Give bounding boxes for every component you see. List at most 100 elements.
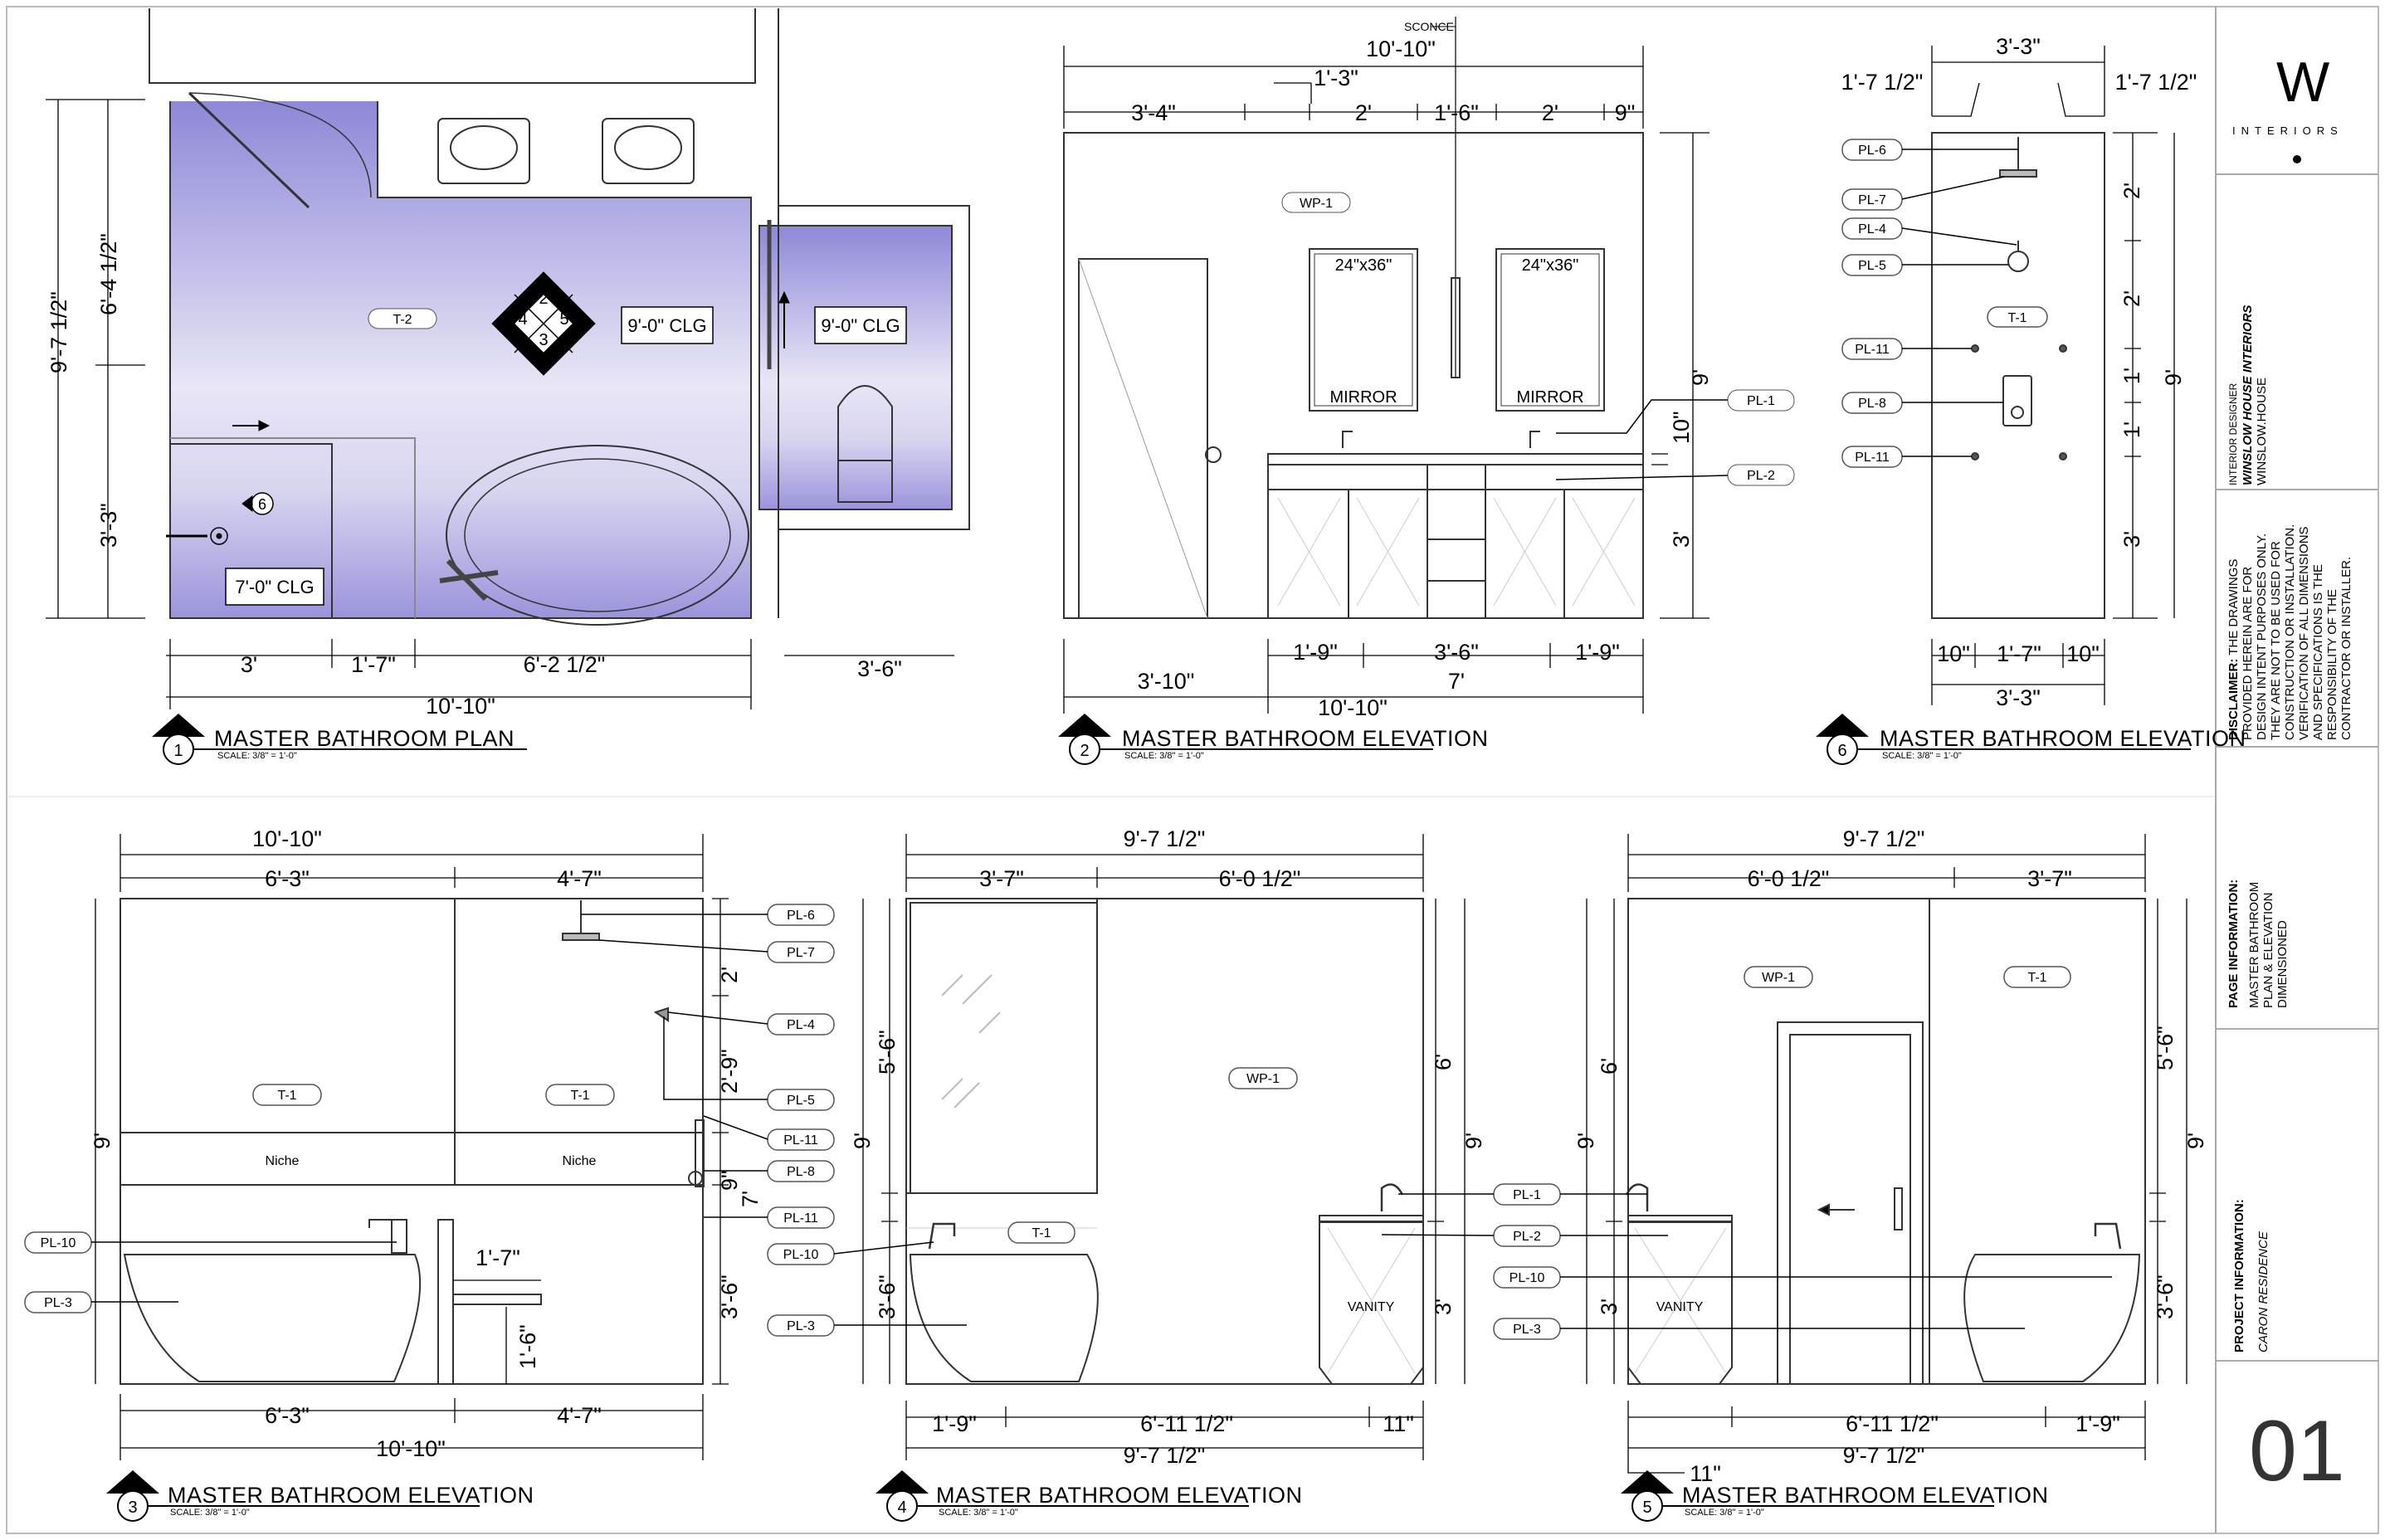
dimension-text: 9' — [1573, 1133, 1598, 1149]
dimension-text: 3'-6" — [1434, 640, 1479, 665]
tag-pl-3: PL-3 — [24, 1291, 178, 1313]
logo-letter: W — [2276, 51, 2329, 114]
title-marker-1: 1 — [152, 714, 527, 765]
dimension-text: 4'-7" — [557, 866, 602, 891]
dimension-text: 10" — [1937, 641, 1970, 666]
svg-text:2: 2 — [1080, 742, 1089, 760]
dimension-text: 6'-0 1/2" — [1219, 866, 1301, 891]
dimension-text: 3' — [241, 652, 257, 677]
dimension-text: 2' — [2119, 183, 2144, 199]
disclaimer-line: DESIGN INTENT PURPOSES ONLY. — [2255, 533, 2269, 740]
dimension-text: 1'-7" — [1997, 641, 2041, 666]
ceiling-label: 7'-0" CLG — [235, 577, 314, 597]
svg-text:PL-6: PL-6 — [787, 909, 815, 923]
tag-pl-10: PL-10 — [1493, 1266, 2112, 1289]
mirror-label: MIRROR — [1329, 388, 1397, 407]
svg-text:PL-11: PL-11 — [783, 1133, 818, 1148]
dimension-text: 3'-10" — [1138, 669, 1195, 694]
tag-pl-4: PL-4 — [1841, 217, 2017, 246]
dimension-text: 9'-7 1/2" — [1124, 1443, 1206, 1468]
mirror-size: 24"x36" — [1522, 256, 1579, 275]
dimension-text: 3'-4" — [1131, 100, 1176, 125]
dimension-text: 1' — [2119, 422, 2144, 438]
dimension-text: 10'-10" — [252, 826, 322, 851]
dimension-text: 6'-3" — [265, 866, 310, 891]
disclaimer-block: DISCLAIMER: THE DRAWINGS PROVIDED HEREIN… — [2226, 524, 2353, 740]
plan-labels: 9'-0" CLG 9'-0" CLG 7'-0" CLG T-2 2 4 5 … — [225, 290, 907, 606]
svg-text:PL-11: PL-11 — [1855, 343, 1890, 357]
svg-text:PL-10: PL-10 — [41, 1236, 76, 1250]
dimension-text: 2' — [2119, 290, 2144, 307]
disclaimer-line: THEY ARE NOT TO BE USED FOR — [2269, 541, 2283, 740]
dimension-text: 1'-9" — [1293, 640, 1338, 665]
dimension-text: 1'-7" — [351, 652, 396, 677]
tag-pl-11: PL-11 — [703, 1115, 835, 1151]
dimension-text: 3'-3" — [1996, 34, 2041, 59]
niche-label: Niche — [266, 1154, 300, 1168]
dimension-text: 1'-9" — [1575, 640, 1620, 665]
dimension-text: 10'-10" — [426, 694, 495, 719]
dimension-text: 3'-6" — [857, 656, 902, 681]
svg-text:PL-10: PL-10 — [783, 1248, 819, 1262]
disclaimer-line: THE DRAWINGS — [2226, 558, 2241, 655]
elevation-2-labels: SCONCE WP-1 24"x36" 24"x36" MIRROR MIRRO… — [1281, 20, 1795, 486]
dimension-text: 9" — [1615, 100, 1636, 125]
elevation-4 — [905, 898, 1424, 1385]
dimension-text: 2' — [717, 967, 742, 983]
tag-label: PL-2 — [1747, 469, 1775, 483]
dimension-text: 6'-0 1/2" — [1748, 866, 1830, 891]
dimension-text: 3' — [1669, 531, 1694, 548]
title-block-frame — [2215, 7, 2378, 1533]
svg-text:PL-7: PL-7 — [1858, 193, 1886, 207]
tag-label: WP-1 — [1246, 1072, 1280, 1086]
title-marker-6: 6 — [1816, 714, 2191, 765]
plan-dimensions: 9'-7 1/2" 6'-4 1/2" 3'-3" 3' 1'-7" 6'-2 … — [46, 99, 954, 719]
tag-label: PL-1 — [1747, 394, 1775, 408]
tag-pl-1: PL-1 — [1398, 1183, 1647, 1206]
dimension-text: 10'-10" — [1366, 37, 1436, 61]
dimension-text: 9' — [90, 1133, 115, 1149]
sconce-label: SCONCE — [1404, 20, 1454, 33]
title-marker-4: 4 — [875, 1470, 1249, 1522]
sheet-number: 01 — [2249, 1403, 2345, 1499]
disclaimer-label: DISCLAIMER: — [2226, 658, 2241, 740]
tag-pl-7: PL-7 — [598, 939, 835, 963]
svg-text:PL-10: PL-10 — [1510, 1271, 1545, 1285]
tag-pl-6: PL-6 — [1841, 139, 2018, 161]
dimension-text: 7' — [738, 1191, 763, 1207]
elevation-4-labels: WP-1 T-1 VANITY PL-10 PL-3 — [767, 1067, 1395, 1337]
dimension-text: 6' — [1597, 1058, 1622, 1075]
page-info-block: PAGE INFORMATION: MASTER BATHROOM PLAN &… — [2226, 880, 2290, 1008]
tag-label: WP-1 — [1300, 197, 1333, 211]
vanity-label: VANITY — [1348, 1300, 1395, 1314]
tag-pl-11: PL-11 — [704, 1206, 835, 1229]
brand-logo: W — [2276, 51, 2329, 163]
svg-text:PL-4: PL-4 — [1858, 222, 1886, 236]
elevation-3-dimensions: 10'-10" 6'-3" 4'-7" 6'-3" 4'-7" 10'-10" … — [90, 826, 763, 1461]
title-elevation-4: MASTER BATHROOM ELEVATION — [936, 1483, 1303, 1508]
svg-text:PL-3: PL-3 — [1513, 1323, 1541, 1337]
title-elevation-5: MASTER BATHROOM ELEVATION — [1682, 1483, 2049, 1508]
tag-pl-5: PL-5 — [1841, 254, 2008, 276]
dimension-text: 6'-2 1/2" — [524, 652, 606, 677]
dimension-text: 9'-7 1/2" — [46, 291, 71, 373]
tag-label: T-1 — [2007, 311, 2027, 325]
tag-pl-8: PL-8 — [704, 1160, 835, 1182]
scale-elevation-4: SCALE: 3/8" = 1'-0" — [939, 1508, 1018, 1518]
tag-pl-3: PL-3 — [1493, 1318, 2025, 1340]
key-number: 5 — [559, 310, 568, 329]
tag-label: T-2 — [393, 313, 412, 327]
elevation-6-labels: T-1 PL-6 PL-7 PL-4 PL-5 PL-11 PL-8 PL-11 — [1841, 139, 2048, 468]
title-elevation-3: MASTER BATHROOM ELEVATION — [168, 1483, 534, 1508]
elevation-2 — [1063, 17, 1644, 619]
dimension-text: 3'-6" — [2153, 1274, 2178, 1319]
dimension-text: 11" — [1690, 1461, 1721, 1486]
designer-label: INTERIOR DESIGNER — [2227, 383, 2239, 485]
tag-pl-4: PL-4 — [667, 1011, 835, 1036]
tag-pl-3: PL-3 — [767, 1314, 967, 1337]
dimension-text: 9' — [1461, 1133, 1486, 1149]
tag-pl-11: PL-11 — [1841, 338, 1972, 360]
dimension-text: 6'-4 1/2" — [96, 233, 121, 315]
section-marker: 6 — [258, 496, 266, 513]
page-info-label: PAGE INFORMATION: — [2226, 879, 2241, 1008]
